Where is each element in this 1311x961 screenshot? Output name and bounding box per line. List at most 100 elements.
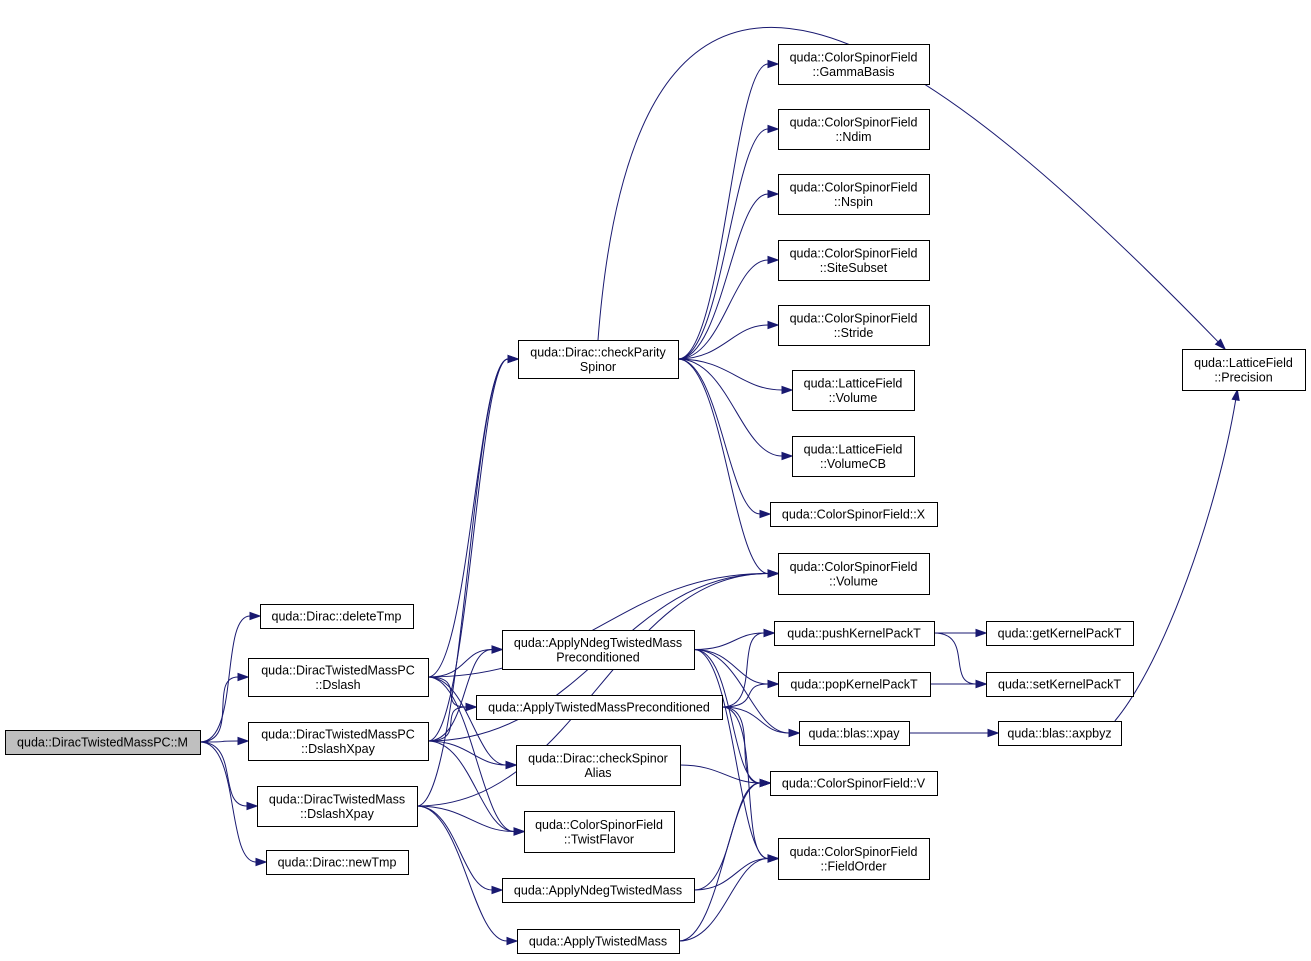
edge-line <box>427 358 509 742</box>
edge-line <box>427 573 769 678</box>
node-get-kernel[interactable]: quda::getKernelPackT <box>986 621 1134 646</box>
node-label: quda::DiracTwistedMassPC <box>261 727 415 741</box>
node-label: quda::ColorSpinorField <box>790 311 918 325</box>
edge-push-kernel-to-get-kernel <box>934 628 988 638</box>
node-new-tmp[interactable]: quda::Dirac::newTmp <box>266 850 409 875</box>
node-ndim[interactable]: quda::ColorSpinorField::Ndim <box>778 109 930 150</box>
node-label: quda::pushKernelPackT <box>787 627 921 641</box>
node-label: quda::LatticeField <box>1194 356 1293 370</box>
arrowhead-icon <box>759 778 772 788</box>
arrowhead-icon <box>975 679 988 689</box>
arrowhead-icon <box>975 628 988 638</box>
node-box <box>524 811 675 853</box>
edge-check-parity-to-csfvolume <box>677 358 780 578</box>
node-apply-ndeg[interactable]: quda::ApplyNdegTwistedMass <box>502 878 695 903</box>
node-box <box>257 786 418 827</box>
node-m[interactable]: quda::DiracTwistedMassPC::M <box>5 730 201 755</box>
node-site-subset[interactable]: quda::ColorSpinorField::SiteSubset <box>778 240 930 281</box>
node-label: quda::LatticeField <box>804 442 903 456</box>
node-label: quda::ColorSpinorField <box>790 845 918 859</box>
edge-line <box>677 193 769 360</box>
edge-line <box>427 676 507 766</box>
node-box <box>517 929 680 954</box>
arrowhead-icon <box>506 936 519 946</box>
node-push-kernel[interactable]: quda::pushKernelPackT <box>774 621 935 646</box>
edge-line <box>693 632 765 650</box>
edge-line <box>416 805 493 891</box>
node-lfvolume-cb[interactable]: quda::LatticeField::VolumeCB <box>792 436 915 477</box>
edge-line <box>933 632 977 685</box>
node-label: Spinor <box>580 360 616 374</box>
node-xpay[interactable]: quda::blas::xpay <box>799 721 910 746</box>
edge-line <box>677 358 783 457</box>
node-label: quda::Dirac::deleteTmp <box>272 610 402 624</box>
node-apply-tm[interactable]: quda::ApplyTwistedMass <box>517 929 680 954</box>
edge-dslash-xpay-pc-to-check-alias <box>427 740 518 770</box>
node-csfvolume[interactable]: quda::ColorSpinorField::Volume <box>778 553 930 595</box>
node-label: quda::ColorSpinorField <box>790 246 918 260</box>
node-pop-kernel[interactable]: quda::popKernelPackT <box>778 672 931 697</box>
node-gamma-basis[interactable]: quda::ColorSpinorField::GammaBasis <box>778 44 930 85</box>
arrowhead-icon <box>767 854 780 863</box>
node-dslash-xpay-tm[interactable]: quda::DiracTwistedMass::DslashXpay <box>257 786 418 827</box>
node-delete-tmp[interactable]: quda::Dirac::deleteTmp <box>260 604 414 629</box>
node-box <box>476 695 723 720</box>
edge-line <box>199 676 239 743</box>
node-set-kernel[interactable]: quda::setKernelPackT <box>986 672 1134 697</box>
edge-apply-ndeg-pre-to-field-order <box>693 649 780 863</box>
node-apply-tmpre[interactable]: quda::ApplyTwistedMassPreconditioned <box>476 695 723 720</box>
edge-line <box>199 615 251 743</box>
edge-line <box>693 649 761 784</box>
arrowhead-icon <box>237 672 250 682</box>
node-box <box>778 240 930 281</box>
edge-line <box>427 676 515 832</box>
arrowhead-icon <box>767 679 780 689</box>
node-label: ::TwistFlavor <box>564 832 634 846</box>
node-label: ::DslashXpay <box>301 742 375 756</box>
node-label: quda::ApplyNdegTwistedMass <box>514 636 682 650</box>
node-nspin[interactable]: quda::ColorSpinorField::Nspin <box>778 174 930 215</box>
node-csfx[interactable]: quda::ColorSpinorField::X <box>770 502 938 527</box>
edge-apply-tmpre-to-pop-kernel <box>721 679 780 708</box>
call-graph-edges <box>199 26 1240 946</box>
node-box <box>516 745 681 786</box>
node-label: quda::DiracTwistedMassPC::M <box>17 736 188 750</box>
node-label: quda::DiracTwistedMass <box>269 792 405 806</box>
node-lfvolume[interactable]: quda::LatticeField::Volume <box>792 370 915 411</box>
edge-apply-tm-to-csfv <box>678 778 772 942</box>
node-stride[interactable]: quda::ColorSpinorField::Stride <box>778 305 930 346</box>
node-box <box>792 436 915 477</box>
node-label: quda::LatticeField <box>804 376 903 390</box>
arrowhead-icon <box>767 255 780 265</box>
node-label: quda::ColorSpinorField <box>790 560 918 574</box>
node-box <box>986 621 1134 646</box>
node-label: quda::ColorSpinorField::X <box>782 508 926 522</box>
edge-line <box>693 649 790 734</box>
node-twist-flavor[interactable]: quda::ColorSpinorField::TwistFlavor <box>524 811 675 853</box>
node-csfv[interactable]: quda::ColorSpinorField::V <box>770 771 938 796</box>
edge-dslash-pc-to-apply-ndeg-pre <box>427 645 504 678</box>
node-box <box>778 553 930 595</box>
arrowhead-icon <box>767 189 780 199</box>
node-box <box>5 730 201 755</box>
node-axpbyz[interactable]: quda::blas::axpbyz <box>998 721 1122 746</box>
node-label: quda::ApplyNdegTwistedMass <box>514 884 682 898</box>
node-dslash-pc[interactable]: quda::DiracTwistedMassPC::Dslash <box>248 658 429 697</box>
edge-m-to-new-tmp <box>199 741 268 867</box>
arrowhead-icon <box>987 728 1000 738</box>
arrowhead-icon <box>767 320 780 330</box>
node-label: ::GammaBasis <box>813 65 895 79</box>
node-field-order[interactable]: quda::ColorSpinorField::FieldOrder <box>778 838 930 880</box>
node-precision[interactable]: quda::LatticeField::Precision <box>1182 349 1306 391</box>
edge-m-to-dslash-xpay-pc <box>199 736 250 746</box>
node-label: ::Ndim <box>835 130 871 144</box>
node-dslash-xpay-pc[interactable]: quda::DiracTwistedMassPC::DslashXpay <box>248 722 429 761</box>
edge-line <box>693 858 769 891</box>
node-label: Alias <box>584 766 611 780</box>
edge-line <box>677 358 761 515</box>
node-box <box>260 604 414 629</box>
